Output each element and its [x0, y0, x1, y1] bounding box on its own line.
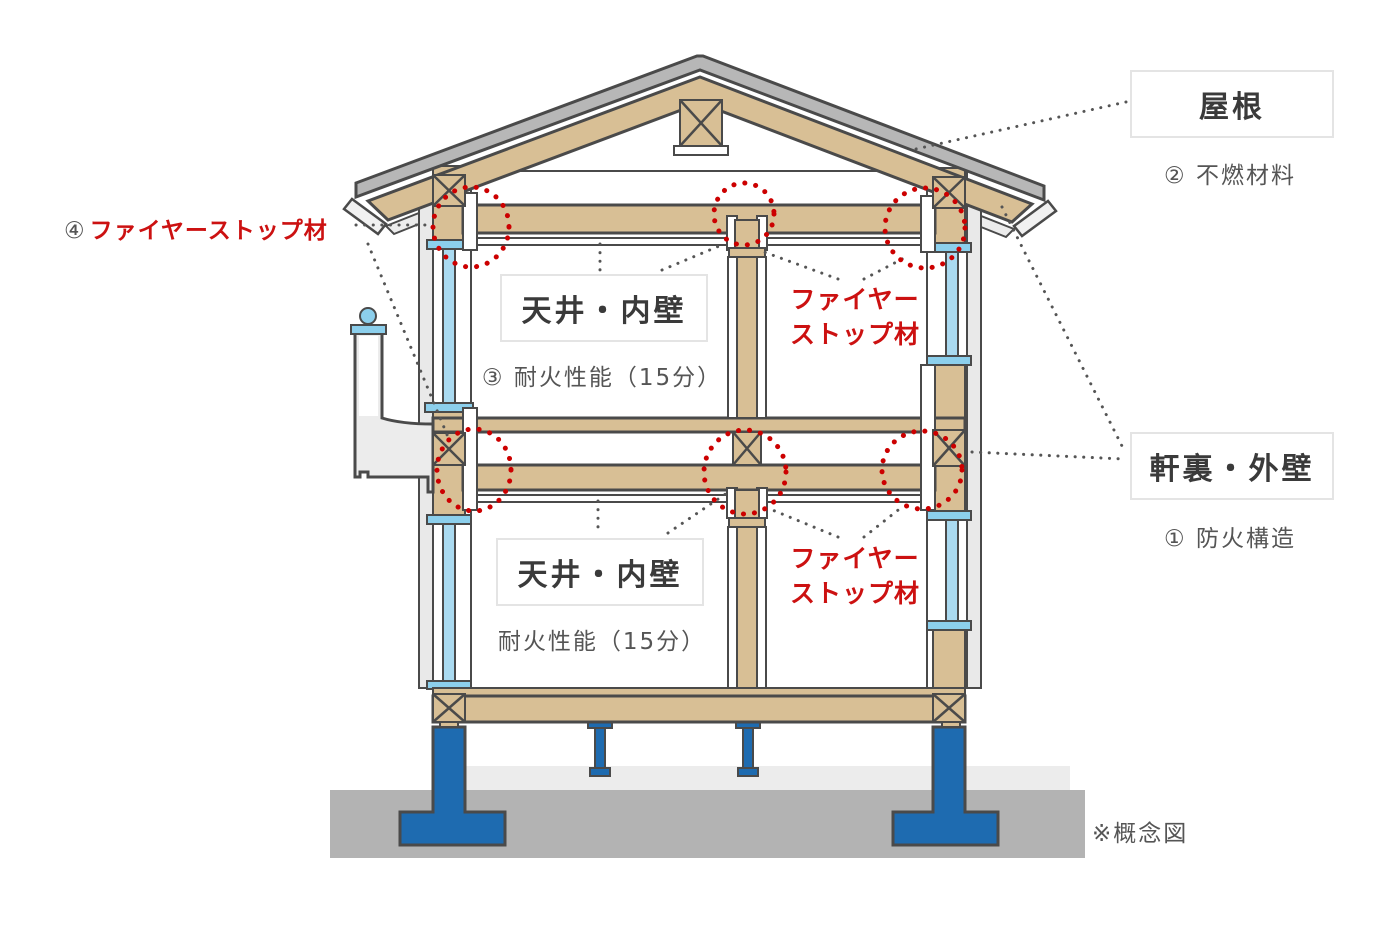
- center-interior-wall-1f: [726, 487, 768, 689]
- roof-caption: ② 不燃材料: [1164, 163, 1296, 189]
- fire-stop-label-1f-line1: ファイヤー: [790, 544, 920, 573]
- balcony: [350, 307, 435, 494]
- fire-stop-marker-circles: [430, 180, 968, 517]
- ceiling-wall-upper-label-box: 天井・内壁: [500, 274, 708, 342]
- first-floor: [431, 687, 967, 728]
- second-floor-ceiling: [461, 203, 937, 246]
- eaves-wall-caption: ① 防火構造: [1164, 526, 1296, 552]
- fire-stop-label-1f: ファイヤー ストップ材: [775, 541, 935, 611]
- fire-stop-callout-text: ファイヤーストップ材: [89, 218, 328, 244]
- roof-shape: [342, 54, 1058, 239]
- eaves-wall-label-box: 軒裏・外壁: [1130, 432, 1334, 500]
- ceiling-wall-upper-caption: ③ 耐火性能（15分）: [481, 365, 723, 391]
- fire-stop-label-1f-line2: ストップ材: [789, 579, 920, 608]
- foundation-footings: [398, 725, 1000, 847]
- fire-stop-blocks: [432, 174, 966, 723]
- roof-label-box: 屋根: [1130, 70, 1334, 138]
- fire-stop-label-2f-line1: ファイヤー: [790, 285, 920, 314]
- right-wall-cladding: [966, 198, 982, 689]
- ceiling-wall-lower-label-box: 天井・内壁: [496, 538, 704, 606]
- conceptual-diagram-note: ※概念図: [1092, 821, 1189, 847]
- fire-stop-label-2f: ファイヤー ストップ材: [775, 282, 935, 352]
- floor-band: [431, 416, 967, 503]
- fire-stop-label-2f-line2: ストップ材: [789, 320, 920, 349]
- leader-lines: [354, 100, 1128, 539]
- fire-stop-callout-number: ④: [64, 218, 86, 244]
- ceiling-wall-lower-caption: 耐火性能（15分）: [497, 629, 707, 655]
